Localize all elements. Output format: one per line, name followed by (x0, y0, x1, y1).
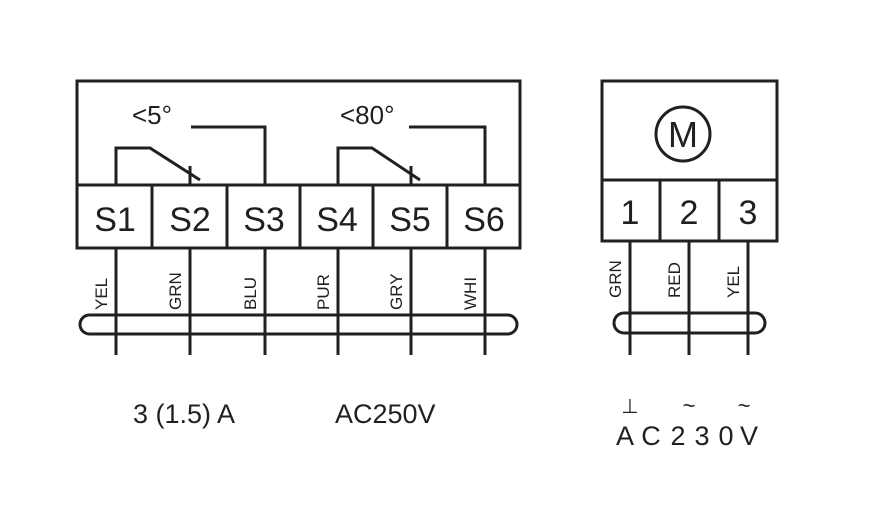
wire-label-yel: YEL (92, 278, 111, 310)
switch-2-contact (336, 125, 487, 185)
motor-voltage-rating: A C 2 3 0 V (616, 421, 758, 451)
motor-symbol: M (668, 114, 698, 155)
motor-wires (628, 241, 750, 355)
terminal-s5: S5 (389, 201, 431, 239)
motor-wire-label-yel: YEL (724, 266, 743, 298)
wire-label-pur: PUR (314, 274, 333, 310)
switch-2-angle-label: <80° (340, 100, 395, 130)
voltage-rating: AC250V (335, 399, 436, 429)
switch-1-angle-label: <5° (132, 100, 172, 130)
motor-cable-sheath (612, 311, 767, 335)
wire-label-blu: BLU (241, 277, 260, 310)
switch-unit: <5° <80° S1 S2 S3 S4 S5 S6 YEL GRN BLU P… (75, 79, 522, 429)
cable-sheath (78, 313, 519, 336)
svg-text:V: V (740, 421, 758, 451)
motor-wire-label-grn: GRN (606, 260, 625, 298)
motor-wire-label-red: RED (665, 262, 684, 298)
terminal-s2: S2 (169, 201, 211, 239)
wire-label-gry: GRY (387, 273, 406, 310)
terminal-dividers (150, 185, 449, 248)
ground-mark-icon: ⊥ (621, 396, 638, 418)
svg-text:C: C (641, 421, 661, 451)
motor-terminal-1: 1 (621, 194, 640, 232)
current-rating: 3 (1.5) A (133, 399, 235, 429)
motor-terminal-3: 3 (739, 194, 758, 232)
terminal-s6: S6 (463, 201, 505, 239)
terminal-s3: S3 (243, 201, 285, 239)
svg-text:A: A (616, 421, 634, 451)
svg-text:2: 2 (670, 421, 685, 451)
svg-text:0: 0 (718, 421, 733, 451)
wire-label-whi: WHI (461, 277, 480, 310)
svg-text:3: 3 (694, 421, 709, 451)
switch-1-contact (114, 125, 267, 185)
motor-icon (654, 105, 712, 163)
terminal-s4: S4 (316, 201, 358, 239)
wire-label-grn: GRN (166, 272, 185, 310)
switch-wires (114, 248, 487, 355)
ac-mark-icon: ~ (683, 393, 696, 418)
motor-terminal-2: 2 (680, 194, 699, 232)
motor-unit: M 1 2 3 GRN RED YEL ⊥ ~ ~ A C 2 3 0 V (600, 79, 779, 451)
terminal-s1: S1 (94, 201, 136, 239)
ac-mark-icon: ~ (738, 393, 751, 418)
